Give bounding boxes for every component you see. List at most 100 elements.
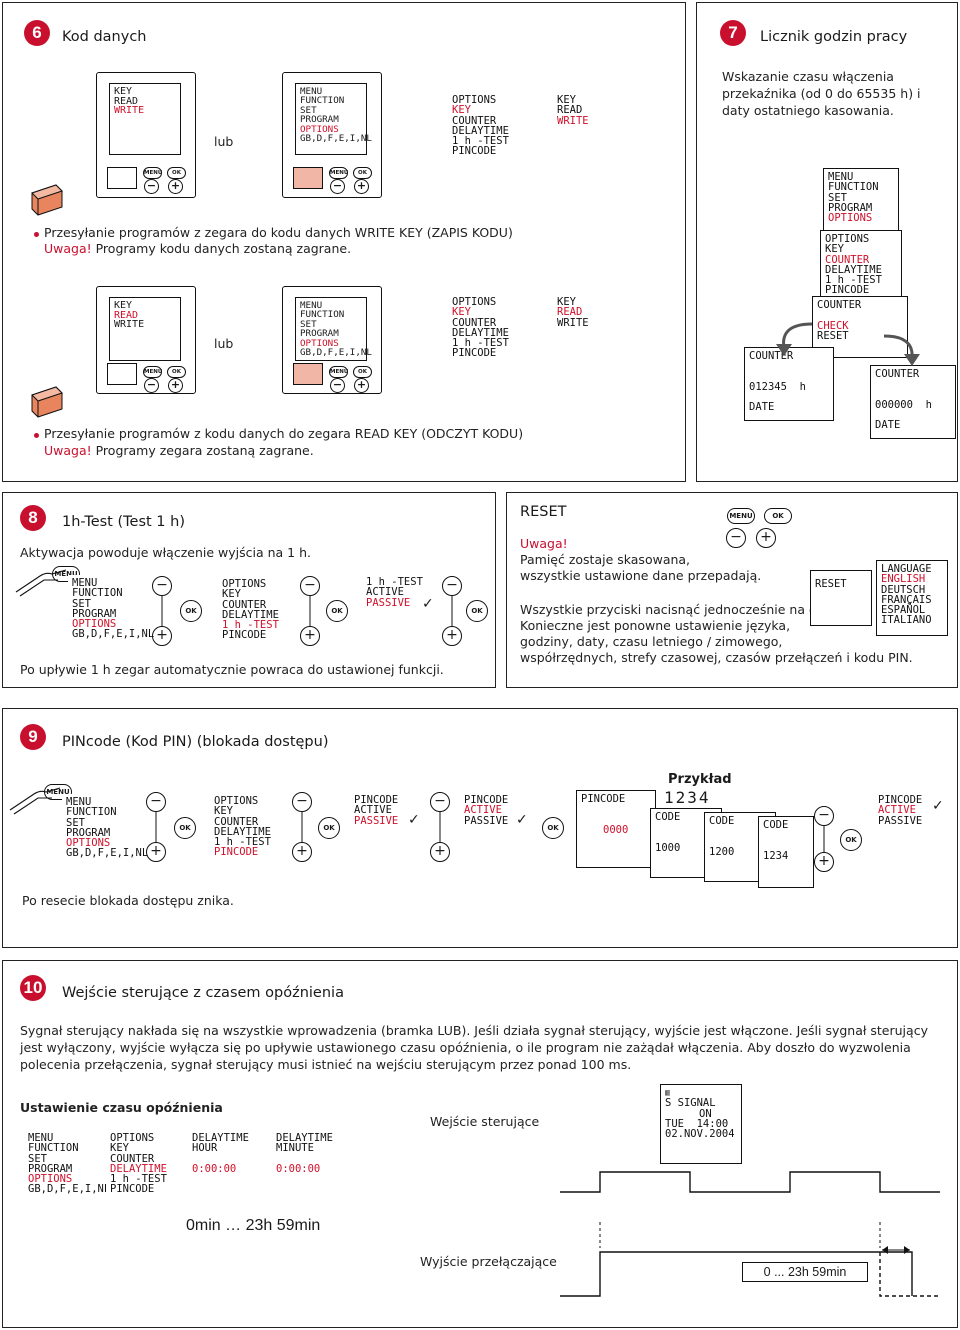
plus-button[interactable]: + <box>300 626 320 646</box>
updown-arrow <box>439 812 441 842</box>
device-window <box>107 363 137 385</box>
section-9-number: 9 <box>20 724 46 750</box>
ok-button[interactable]: OK <box>764 508 792 524</box>
section-6-frame <box>2 2 686 482</box>
write-key-warning: Uwaga! Programy kodu danych zostaną zagr… <box>44 241 352 256</box>
section-10-body: Sygnał sterujący nakłada się na wszystki… <box>20 1023 928 1072</box>
menu-button[interactable]: MENU <box>143 366 162 378</box>
plus-button[interactable]: + <box>814 852 834 872</box>
updown-arrow <box>161 596 163 626</box>
ok-button[interactable]: OK <box>353 167 372 179</box>
delay-range-box: 0 ... 23h 59min <box>742 1262 868 1282</box>
control-input-label: Wejście sterujące <box>430 1114 540 1129</box>
minus-button[interactable]: − <box>292 792 312 812</box>
minus-button[interactable]: − <box>152 576 172 596</box>
minus-button[interactable]: − <box>430 792 450 812</box>
section-8-activation: Aktywacja powoduje włączenie wyjścia na … <box>20 545 311 560</box>
section-9-title: PINcode (Kod PIN) (blokada dostępu) <box>62 734 329 750</box>
plus-button[interactable]: + <box>152 626 172 646</box>
bullet <box>34 232 39 237</box>
lcd-counter-value: COUNTER 012345 h DATE <box>744 347 834 421</box>
ok-button[interactable]: OK <box>167 366 186 378</box>
lcd-counter-reset: COUNTER 000000 h DATE <box>870 365 956 439</box>
updown-arrow <box>823 826 825 852</box>
updown-arrow <box>155 812 157 842</box>
plus-button[interactable]: + <box>292 842 312 862</box>
minus-button[interactable]: − <box>144 378 159 393</box>
ok-button[interactable]: OK <box>326 600 348 622</box>
section-9-frame <box>2 708 958 948</box>
device-window <box>107 167 137 189</box>
menu-button[interactable]: MENU <box>727 508 755 524</box>
delay-range-label: 0min … 23h 59min <box>186 1217 321 1234</box>
minus-button[interactable]: − <box>146 792 166 812</box>
delay-setting-title: Ustawienie czasu opóźnienia <box>20 1100 223 1115</box>
menu-button[interactable]: MENU <box>143 167 162 179</box>
plus-button[interactable]: + <box>146 842 166 862</box>
section-8-frame <box>2 492 496 688</box>
minus-button[interactable]: − <box>814 806 834 826</box>
ok-button[interactable]: OK <box>180 600 202 622</box>
ok-button[interactable]: OK <box>466 600 488 622</box>
plus-button[interactable]: + <box>354 179 369 194</box>
device-window <box>293 363 323 385</box>
ok-button[interactable]: OK <box>167 167 186 179</box>
plus-button[interactable]: + <box>354 378 369 393</box>
plus-button[interactable]: + <box>442 626 462 646</box>
plus-button[interactable]: + <box>756 528 776 548</box>
plus-button[interactable]: + <box>430 842 450 862</box>
check-icon: ✓ <box>422 596 434 612</box>
minus-button[interactable]: − <box>442 576 462 596</box>
minus-button[interactable]: − <box>330 179 345 194</box>
minus-button[interactable]: − <box>144 179 159 194</box>
minus-button[interactable]: − <box>300 576 320 596</box>
data-key-icon <box>31 184 63 216</box>
section-9-after: Po resecie blokada dostępu znika. <box>22 893 234 908</box>
section-6-number: 6 <box>24 20 50 46</box>
ok-button[interactable]: OK <box>174 817 196 839</box>
check-icon: ✓ <box>408 812 420 828</box>
or-label: lub <box>214 336 234 351</box>
arrow-to-check <box>776 322 813 356</box>
ok-button[interactable]: OK <box>840 829 862 851</box>
lcd-pin-entry: PINCODE 0000 <box>576 790 656 868</box>
minus-button[interactable]: − <box>726 528 746 548</box>
finger-press-icon <box>15 569 67 597</box>
menu-button[interactable]: MENU <box>329 167 348 179</box>
reset-frame <box>506 492 958 688</box>
ok-button[interactable]: OK <box>542 817 564 839</box>
reset-text-3: godziny, daty, czasu letniego / zimowego… <box>520 634 783 649</box>
menu-button[interactable]: MENU <box>329 366 348 378</box>
minus-button[interactable]: − <box>330 378 345 393</box>
plus-button[interactable]: + <box>168 179 183 194</box>
switching-output-label: Wyjście przełączające <box>420 1254 557 1269</box>
reset-warning-2: wszystkie ustawione dane przepadają. <box>520 568 762 583</box>
ok-button[interactable]: OK <box>318 817 340 839</box>
timing-diagram <box>560 1171 940 1297</box>
check-icon: ✓ <box>932 798 944 814</box>
ok-button[interactable]: OK <box>353 366 372 378</box>
lcd-code-step-3: CODE 1234 <box>758 816 814 888</box>
section-7-title: Licznik godzin pracy <box>760 29 908 45</box>
menu-button[interactable]: MENU <box>52 566 80 582</box>
example-code: 1234 <box>664 788 711 807</box>
menu-button[interactable]: MENU <box>44 784 72 800</box>
example-label: Przykład <box>668 772 732 787</box>
plus-button[interactable]: + <box>168 378 183 393</box>
